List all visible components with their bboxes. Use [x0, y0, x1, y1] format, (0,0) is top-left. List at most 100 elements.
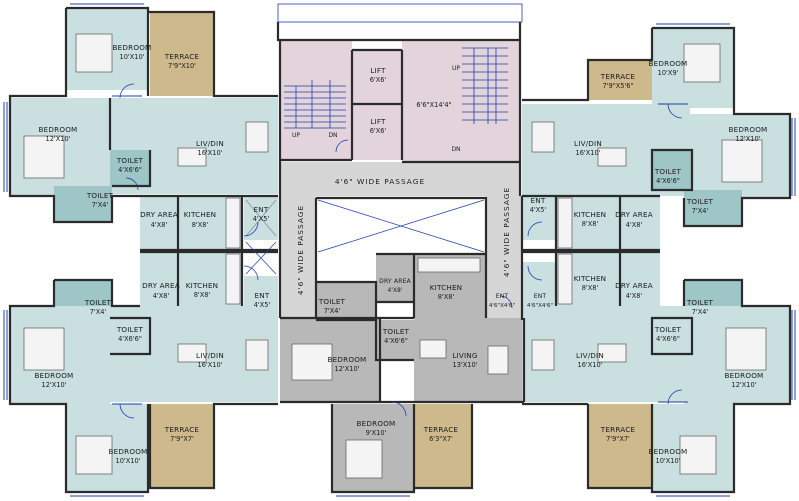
- livdin-r2-dim: 16'X10': [578, 361, 603, 369]
- dry-c-label: DRY AREA: [379, 278, 411, 285]
- livdin-r1-label: LIV/DIN: [574, 139, 602, 148]
- bedroom-c1-label: BEDROOM: [328, 355, 367, 364]
- living-c-label: LIVING: [452, 351, 477, 360]
- flat-centre-terrace: [414, 404, 472, 488]
- flat-right-1-dry: [620, 196, 660, 250]
- toilet-l1-dim: 4'X6'6": [118, 166, 142, 174]
- dry-l2-label: DRY AREA: [142, 281, 180, 290]
- ent-l2-label: ENT: [255, 291, 270, 300]
- passage-left-label: 4'6" WIDE PASSAGE: [296, 205, 305, 295]
- ent-r1-label: ENT: [531, 196, 546, 205]
- void-cross: [245, 199, 485, 275]
- livdin-r1-dim: 16'X10': [576, 149, 601, 157]
- kitchen-l2-label: KITCHEN: [186, 281, 219, 290]
- kitchen-r1-dim: 8'X8': [582, 220, 599, 228]
- toilet-l2-label: TOILET: [84, 298, 112, 307]
- kitchen-c-label: KITCHEN: [430, 283, 463, 292]
- ent-r1-dim: 4'X5': [530, 206, 547, 214]
- passage-right-label: 4'6" WIDE PASSAGE: [502, 187, 511, 277]
- flat-left-1-dry: [140, 196, 178, 250]
- ent-c2-label: ENT: [534, 293, 547, 300]
- stair-up-label: UP: [292, 132, 300, 139]
- kitchen-r1-label: KITCHEN: [574, 210, 607, 219]
- dry-l2-dim: 4'X8': [153, 292, 170, 300]
- bedroom-r2-label: BEDROOM: [725, 371, 764, 380]
- stair-dn-label: DN: [328, 132, 337, 139]
- bedroom-r2-dim: 12'X10': [732, 381, 757, 389]
- room-labels: BEDROOM 10'X10' TERRACE 7'9"X10' BEDROOM…: [35, 43, 768, 465]
- terrace-bl-dim: 7'9"X7': [170, 435, 194, 443]
- toilet-r1b-dim: 7'X4': [692, 207, 709, 215]
- lift1-dim: 6'X6': [370, 76, 387, 84]
- flat-right-2-ent: [522, 262, 556, 306]
- passage-right: [486, 196, 522, 280]
- terrace-bl-label: TERRACE: [164, 425, 200, 434]
- terrace-br-label: TERRACE: [600, 425, 636, 434]
- flat-right-1-toilet-b: [684, 190, 742, 226]
- lobby-dim: 6'6"X14'4": [416, 101, 451, 109]
- flat-right-1-terrace: [588, 60, 652, 100]
- dry-l1-dim: 4'X8': [151, 221, 168, 229]
- flat-centre-dry: [376, 254, 414, 302]
- toilet-c1-label: TOILET: [318, 297, 346, 306]
- flat-centre-toilet-1: [316, 282, 376, 320]
- bedroom-l2-label: BEDROOM: [35, 371, 74, 380]
- bedroom-tl-dim: 10'X10': [120, 53, 145, 61]
- toilet-r1-label: TOILET: [654, 167, 682, 176]
- livdin-l2-dim: 16'X10': [198, 361, 223, 369]
- toilet-c2-label: TOILET: [382, 327, 410, 336]
- toilet-l1-label: TOILET: [116, 156, 144, 165]
- kitchen-l2-dim: 8'X8': [194, 291, 211, 299]
- dry-r1-label: DRY AREA: [615, 210, 653, 219]
- toilet-l1b-dim: 7'X4': [92, 201, 109, 209]
- ent-c1-label: ENT: [496, 293, 509, 300]
- toilet-r2-dim: 7'X4': [692, 308, 709, 316]
- bedroom-tr-dim: 10'X9': [658, 69, 679, 77]
- dry-r1-dim: 4'X8': [626, 221, 643, 229]
- lift2-label: LIFT: [370, 117, 386, 126]
- livdin-r2-label: LIV/DIN: [576, 351, 604, 360]
- living-c-dim: 13'X10': [453, 361, 478, 369]
- flat-left-1-terrace: [150, 12, 214, 96]
- passage-left: [280, 196, 316, 318]
- flat-left-2-terrace: [150, 404, 214, 488]
- ent-c1-dim: 4'6"X4'6": [489, 303, 516, 309]
- lift1-label: LIFT: [370, 66, 386, 75]
- bedroom-l1-dim: 12'X10': [46, 135, 71, 143]
- dry-r2-label: DRY AREA: [615, 281, 653, 290]
- bedroom-br-label: BEDROOM: [649, 447, 688, 456]
- kitchen-l1-label: KITCHEN: [184, 210, 217, 219]
- dry-c-dim: 4'X8': [387, 287, 402, 294]
- ent-l1-label: ENT: [254, 205, 269, 214]
- terrace-tr-dim: 7'9"X5'6": [603, 82, 634, 90]
- terrace-tl-dim: 7'9"X10': [168, 62, 196, 70]
- core-lobby: [402, 40, 520, 162]
- toilet-l1b-label: TOILET: [86, 191, 114, 200]
- kitchen-c-dim: 8'X8': [438, 293, 455, 301]
- bedroom-r1-label: BEDROOM: [729, 125, 768, 134]
- terrace-br-dim: 7'9"X7': [606, 435, 630, 443]
- passage-top: [280, 162, 520, 196]
- core-left-stair: [280, 40, 352, 160]
- toilet-r2b-dim: 4'X6'6": [656, 335, 680, 343]
- ent-l1-dim: 4'X5': [253, 215, 270, 223]
- top-balcony: [277, 3, 523, 23]
- livdin-l1-dim: 16'X10': [198, 149, 223, 157]
- toilet-r2b-label: TOILET: [654, 325, 682, 334]
- toilet-c1-dim: 7'X4': [324, 307, 341, 315]
- flat-left-2-dry: [140, 252, 178, 306]
- flat-right-2-dry: [620, 252, 660, 306]
- flat-centre-ent: [486, 280, 522, 320]
- ent-c2-dim: 4'6"X4'6": [527, 303, 554, 309]
- walls: [8, 6, 792, 494]
- toilet-c2-dim: 4'X6'6": [384, 337, 408, 345]
- bedroom-tr-label: BEDROOM: [649, 59, 688, 68]
- bedroom-bl-label: BEDROOM: [109, 447, 148, 456]
- kitchen-l1-dim: 8'X8': [192, 221, 209, 229]
- toilet-l2b-label: TOILET: [116, 325, 144, 334]
- dry-l1-label: DRY AREA: [140, 210, 178, 219]
- terrace-tl-label: TERRACE: [164, 52, 200, 61]
- toilet-r1b-label: TOILET: [686, 197, 714, 206]
- terrace-c-label: TERRACE: [423, 425, 459, 434]
- passage-top-label: 4'6" WIDE PASSAGE: [335, 177, 425, 186]
